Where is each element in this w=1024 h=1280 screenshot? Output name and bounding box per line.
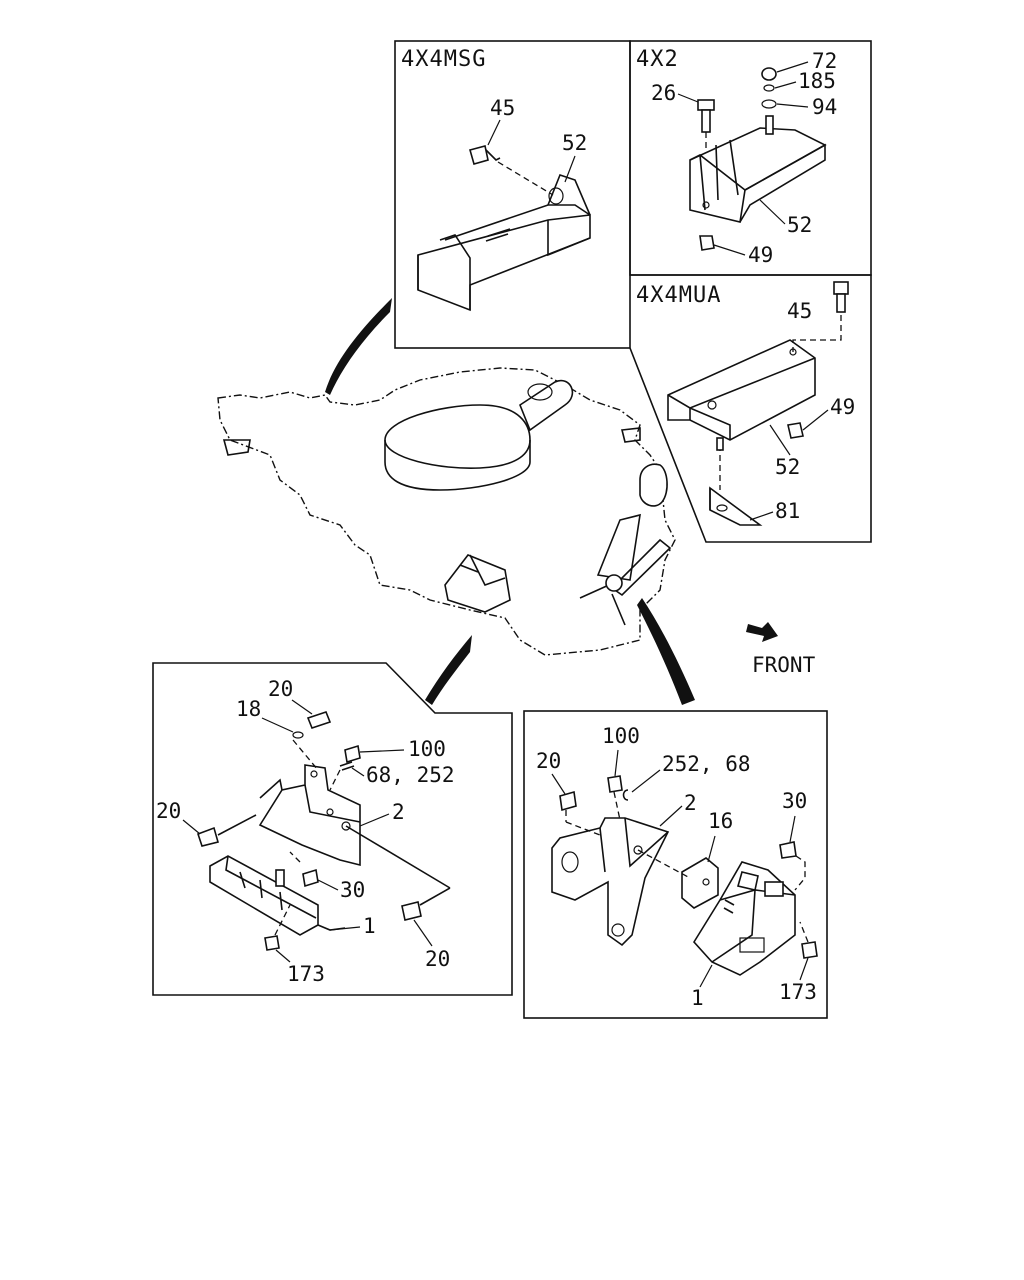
leader-4x4msg xyxy=(325,298,392,395)
bolt-30-left xyxy=(289,851,319,888)
label-bolt-45: 45 xyxy=(490,96,515,120)
engine-mount-1-right xyxy=(693,861,796,976)
nut-49 xyxy=(699,235,715,251)
nut-49-4x4mua xyxy=(787,422,804,439)
label-mount-1-right: 1 xyxy=(691,986,704,1010)
label-washer-68-252-left: 68, 252 xyxy=(366,763,455,787)
mount-bracket-52 xyxy=(417,174,591,312)
label-bolt-20-right-panel: 20 xyxy=(536,749,561,773)
label-bracket-52: 52 xyxy=(562,131,587,155)
label-nut-49-4x4mua: 49 xyxy=(830,395,855,419)
bolt-20-top xyxy=(292,711,332,771)
label-bracket-2-left: 2 xyxy=(392,800,405,824)
front-indicator: FRONT xyxy=(746,622,816,677)
panel-4x4mua: 4X4MUA 45 49 52 81 xyxy=(629,274,872,543)
plate-81 xyxy=(709,437,763,526)
panel-4x4mua-title: 4X4MUA xyxy=(636,283,721,308)
panel-right-mount: 100 252, 68 20 2 16 30 1 173 xyxy=(523,710,828,1019)
mount-bracket-2-left xyxy=(258,764,361,867)
label-washer-18: 18 xyxy=(236,697,261,721)
nut-100-left xyxy=(329,744,361,791)
label-nut-72: 72 xyxy=(812,49,837,73)
engine-mount-1-left xyxy=(209,855,346,936)
panel-4x4mua-frame xyxy=(629,274,872,543)
label-nut-49-4x2: 49 xyxy=(748,243,773,267)
label-mount-1-left: 1 xyxy=(363,914,376,938)
label-plate-81: 81 xyxy=(775,499,800,523)
label-bolt-20-right: 20 xyxy=(425,947,450,971)
panel-4x2: 4X2 72 185 94 26 52 49 xyxy=(629,40,872,276)
label-bolt-20-left: 20 xyxy=(156,799,181,823)
bolt-20-right-panel xyxy=(559,790,601,836)
label-nut-100-left: 100 xyxy=(408,737,446,761)
label-nut-173-right: 173 xyxy=(779,980,817,1004)
nut-100-right xyxy=(607,775,629,821)
mount-bracket-2-right xyxy=(551,817,670,947)
panel-4x2-title: 4X2 xyxy=(636,47,679,72)
panel-4x4msg-title: 4X4MSG xyxy=(401,47,486,72)
label-bolt-45-4x4mua: 45 xyxy=(787,299,812,323)
label-bracket-52-4x4mua: 52 xyxy=(775,455,800,479)
bolt-30-right xyxy=(779,841,806,891)
label-shim-16: 16 xyxy=(708,809,733,833)
label-bolt-30-left: 30 xyxy=(340,878,365,902)
mount-bracket-52-4x4mua xyxy=(667,339,816,441)
engine-outline xyxy=(217,367,676,656)
shim-16 xyxy=(637,849,719,909)
label-washer-252-68-right: 252, 68 xyxy=(662,752,751,776)
nut-173-right xyxy=(799,921,818,959)
label-nut-100-right: 100 xyxy=(602,724,640,748)
leader-left-mount xyxy=(425,635,472,705)
bolt-45 xyxy=(469,145,554,196)
label-bracket-52-4x2: 52 xyxy=(787,213,812,237)
front-label: FRONT xyxy=(752,653,816,677)
bolt-20-right xyxy=(345,825,451,921)
label-washer-185: 185 xyxy=(798,69,836,93)
mount-bracket-52-4x2 xyxy=(689,127,827,223)
bolt-45-4x4mua xyxy=(792,281,849,352)
panel-right-mount-frame xyxy=(523,710,828,1019)
bolt-26 xyxy=(697,99,715,150)
label-bolt-20-top: 20 xyxy=(268,677,293,701)
label-bolt-26: 26 xyxy=(651,81,676,105)
label-washer-94: 94 xyxy=(812,95,837,119)
label-nut-173-left: 173 xyxy=(287,962,325,986)
arrow-right-down-icon xyxy=(746,622,778,642)
panel-left-mount: 20 18 100 68, 252 20 2 30 1 20 173 xyxy=(152,662,513,996)
label-bolt-30-right: 30 xyxy=(782,789,807,813)
bolt-20-left xyxy=(196,814,257,847)
leader-right-mount xyxy=(637,598,695,705)
label-bracket-2-right: 2 xyxy=(684,791,697,815)
panel-4x4msg-frame xyxy=(394,40,631,349)
nut-72 xyxy=(761,67,777,135)
nut-173-left xyxy=(264,904,291,951)
panel-4x4msg: 4X4MSG 45 52 xyxy=(394,40,631,349)
panel-left-mount-frame xyxy=(152,662,513,996)
